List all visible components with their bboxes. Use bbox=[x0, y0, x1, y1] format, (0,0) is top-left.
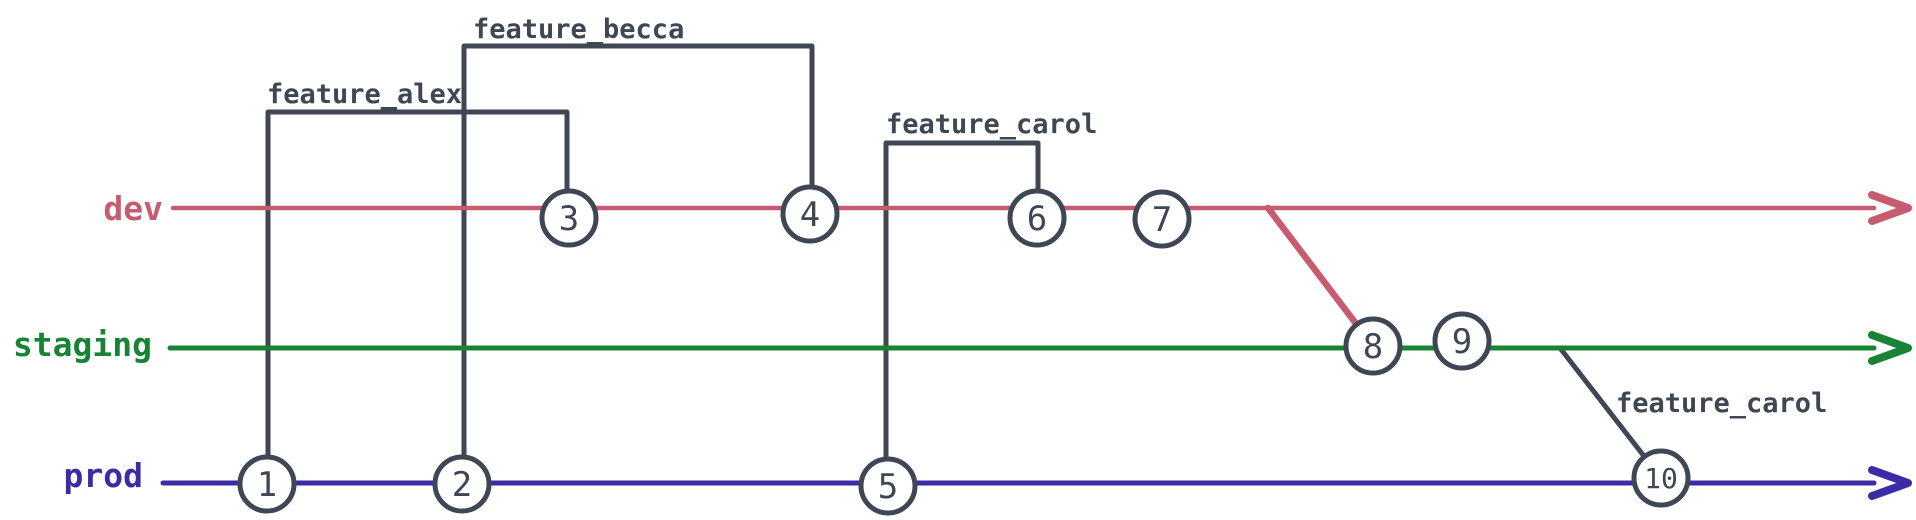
commit-node-circle-4 bbox=[780, 184, 840, 244]
commit-node-number-5: 5 bbox=[878, 467, 898, 507]
commit-node-circle-7 bbox=[1132, 189, 1192, 249]
commit-node-number-8: 8 bbox=[1363, 327, 1383, 367]
commit-node-number-9: 9 bbox=[1452, 322, 1472, 362]
commit-node-number-3: 3 bbox=[559, 199, 579, 239]
branch-label-dev: dev bbox=[103, 189, 163, 228]
commit-node-circle-10 bbox=[1631, 448, 1691, 508]
arrowhead-staging bbox=[1868, 331, 1912, 365]
commit-node-circle-8 bbox=[1343, 316, 1403, 376]
commit-node-number-2: 2 bbox=[452, 465, 472, 505]
commit-node-number-4: 4 bbox=[800, 195, 820, 235]
feature-branch-label-feature_becca-1: feature_becca bbox=[473, 14, 684, 45]
feature-branch-label-feature_carol-2: feature_carol bbox=[886, 109, 1097, 140]
feature-branch-path-feature_alex-0 bbox=[265, 109, 570, 487]
branch-label-staging: staging bbox=[13, 325, 152, 364]
commit-node-circle-9 bbox=[1432, 311, 1492, 371]
commit-node-circle-2 bbox=[432, 454, 492, 514]
commit-node-number-7: 7 bbox=[1152, 200, 1172, 240]
commit-node-circle-3 bbox=[539, 188, 599, 248]
commit-node-number-1: 1 bbox=[257, 465, 277, 505]
commit-node-circle-1 bbox=[237, 454, 297, 514]
commit-node-circle-5 bbox=[858, 456, 918, 516]
branch-label-prod: prod bbox=[64, 456, 143, 495]
feature-branch-path-feature_becca-1 bbox=[461, 43, 815, 487]
feature-branch-label-feature_carol-3: feature_carol bbox=[1616, 388, 1827, 419]
arrowhead-dev bbox=[1868, 191, 1912, 225]
commit-node-number-10: 10 bbox=[1644, 462, 1678, 495]
commit-node-number-6: 6 bbox=[1027, 199, 1047, 239]
commit-node-circle-6 bbox=[1007, 188, 1067, 248]
feature-branch-label-feature_alex-0: feature_alex bbox=[267, 79, 462, 110]
arrowhead-prod bbox=[1868, 466, 1912, 500]
feature-branch-path-feature_carol-2 bbox=[883, 140, 1041, 489]
